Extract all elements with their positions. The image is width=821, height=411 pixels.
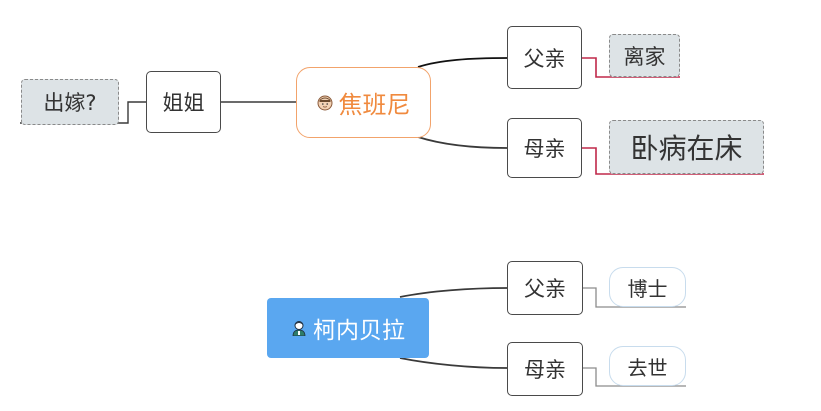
note-father-doctor-label: 博士 [627,276,668,301]
note-mother-deceased-label: 去世 [627,355,668,380]
connector-father-to-note [582,57,680,78]
connector-bottom-root-to-mother [399,357,508,369]
node-mother-bottom[interactable]: 母亲 [507,342,583,396]
note-sister-married-label: 出嫁? [43,91,97,115]
note-mother-deceased[interactable]: 去世 [609,346,686,386]
connector-mother-to-note [582,147,764,175]
connector-bottom-father-to-note [583,287,686,308]
root-node-campanella-label: 柯内贝拉 [313,318,405,344]
node-father-top[interactable]: 父亲 [507,26,582,89]
node-mother-top-label: 母亲 [523,137,566,161]
node-mother-bottom-label: 母亲 [524,358,566,382]
avatar-doctor-icon [291,320,307,337]
connector-root-to-father [417,57,508,68]
note-mother-bedridden-label: 卧病在床 [630,132,743,165]
avatar-face-icon [317,95,333,111]
note-mother-bedridden[interactable]: 卧病在床 [609,120,764,174]
connector-root-to-mother [417,136,508,149]
note-father-left-home[interactable]: 离家 [609,34,680,77]
root-node-giovanni[interactable]: 焦班尼 [296,67,431,138]
root-node-campanella[interactable]: 柯内贝拉 [267,298,429,358]
note-father-left-home-label: 离家 [623,44,666,69]
node-father-bottom[interactable]: 父亲 [507,261,583,315]
node-father-bottom-label: 父亲 [524,277,566,301]
connector-bottom-root-to-father [399,287,508,298]
node-father-top-label: 父亲 [523,46,566,71]
node-sister[interactable]: 姐姐 [146,71,221,133]
root-node-giovanni-label: 焦班尼 [338,91,411,119]
node-sister-label: 姐姐 [162,91,205,115]
node-mother-top[interactable]: 母亲 [507,118,582,178]
connector-bottom-mother-to-note [583,367,686,387]
note-father-doctor[interactable]: 博士 [609,267,686,307]
note-sister-married[interactable]: 出嫁? [21,79,119,125]
